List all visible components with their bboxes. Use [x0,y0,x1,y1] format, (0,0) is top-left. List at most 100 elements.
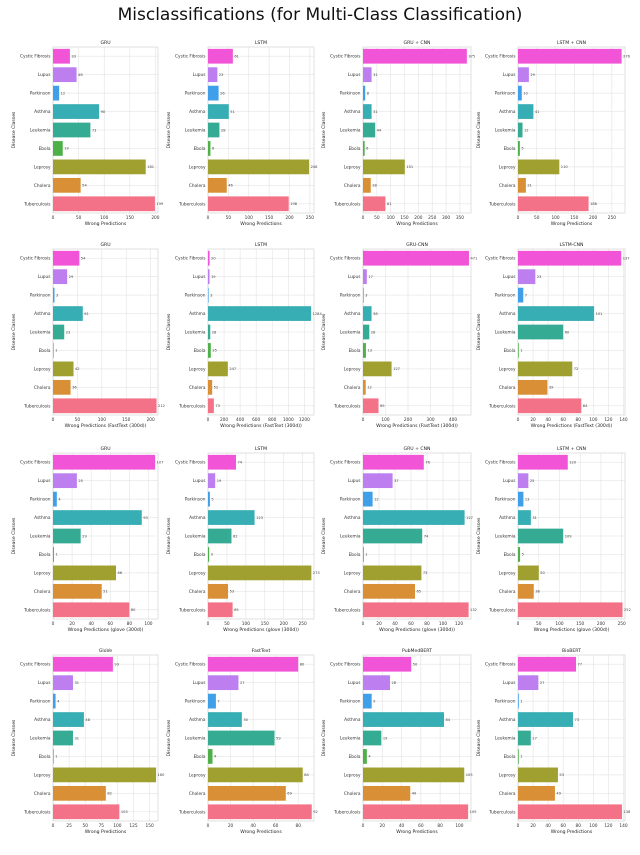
data-label: 12 [374,497,379,501]
x-tick-label: 40 [545,823,551,829]
x-axis-label: Wrong Predictions (FastText (300d)) [65,423,147,429]
y-axis-label: Disease Classes [476,719,482,756]
data-label: 38 [535,590,540,594]
category-tick-label: Parkinson [495,699,516,705]
x-tick-label: 100 [381,417,389,423]
x-axis-label: Wrong Predictions [396,829,438,835]
x-tick-label: 100 [100,215,108,221]
bar [518,491,524,507]
x-tick-label: 250 [299,621,307,627]
x-axis-label: Wrong Predictions (glove (300d)) [223,627,299,633]
data-label: 37 [394,479,399,483]
category-tick-label: Ebola [349,754,361,760]
category-tick-label: Cholera [499,589,516,595]
bar [518,602,623,618]
data-label: 105 [466,773,473,777]
bar [363,287,364,303]
data-label: 127 [466,516,473,520]
panel-title: LSTM [255,446,267,452]
bar [363,491,373,507]
data-label: 12 [524,128,529,132]
x-tick-label: 50 [374,215,380,221]
x-tick-label: 20 [69,621,75,627]
x-tick-label: 120 [455,621,463,627]
data-label: 28 [221,128,226,132]
bar [518,565,539,581]
category-tick-label: Tuberculosis [333,403,361,409]
category-tick-label: Leukemia [30,128,51,134]
bar [208,454,237,470]
data-label: 80 [131,608,136,612]
category-tick-label: Ebola [39,348,51,354]
data-label: 73 [423,571,428,575]
data-label: 5 [521,147,523,151]
x-tick-label: 0 [52,823,55,829]
bar [363,804,469,820]
bar [53,177,81,193]
category-tick-label: Ebola [504,146,516,152]
category-tick-label: Cystic Fibrosis [485,460,516,466]
data-label: 248 [311,165,319,169]
y-axis-label: Disease Classes [321,719,327,756]
data-label: 17 [368,275,373,279]
category-tick-label: Cystic Fibrosis [20,54,51,60]
bar [208,749,213,764]
category-tick-label: Cystic Fibrosis [20,662,51,668]
bar [53,454,156,470]
bar [53,473,77,489]
x-tick-label: 60 [408,621,414,627]
data-label: 73 [575,718,580,722]
x-tick-label: 0 [517,215,520,221]
data-label: 5 [211,497,213,501]
panel-title: GRU + CNN [404,40,431,46]
x-tick-label: 20 [228,823,234,829]
data-label: 27 [540,681,545,685]
x-tick-label: 250 [618,621,626,627]
category-tick-label: Tuberculosis [178,607,206,613]
bar [363,250,469,266]
bar [518,528,564,544]
x-tick-label: 60 [560,823,566,829]
category-tick-label: Leukemia [340,534,361,540]
data-label: 50 [540,571,545,575]
data-label: 69 [380,404,385,408]
category-tick-label: Parkinson [185,91,206,97]
category-tick-label: Cystic Fibrosis [175,662,206,668]
category-tick-label: Cholera [34,589,51,595]
x-tick-label: 200 [151,215,159,221]
bar [53,159,146,175]
x-tick-label: 60 [560,417,566,423]
data-label: 31 [532,516,537,520]
data-label: 46 [78,73,83,77]
data-label: 8 [367,91,370,95]
data-label: 109 [565,534,573,538]
bar [53,656,113,672]
x-tick-label: 200 [404,417,412,423]
bar [53,343,54,358]
category-tick-label: Lupus [348,478,361,484]
category-tick-label: Cholera [34,385,51,391]
data-label: 59 [276,736,281,740]
category-tick-label: Asthma [189,515,206,521]
bar [518,306,595,321]
x-tick-label: 80 [295,823,301,829]
category-tick-label: Parkinson [185,699,206,705]
x-tick-label: 80 [424,621,430,627]
category-tick-label: Lupus [38,680,51,686]
bar [363,785,411,801]
bar [363,398,379,414]
bar [208,361,228,377]
bar [363,343,366,358]
x-tick-label: 400 [449,417,457,423]
x-tick-label: 0 [517,621,520,627]
bar [208,804,312,820]
bar [208,250,210,266]
category-tick-label: Ebola [39,552,51,558]
category-tick-label: Ebola [194,754,206,760]
bar [518,122,523,138]
bar [363,306,372,321]
x-tick-label: 125 [129,823,137,829]
category-tick-label: Cystic Fibrosis [175,256,206,262]
bar [518,67,529,83]
bar [208,656,299,672]
